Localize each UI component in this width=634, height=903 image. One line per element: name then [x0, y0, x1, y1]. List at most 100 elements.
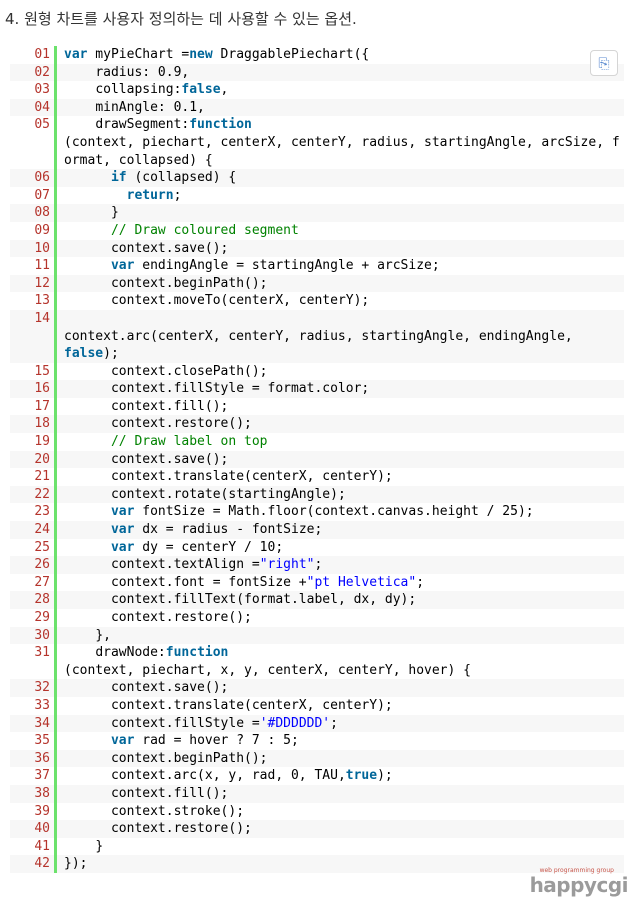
code-block: 01 var myPieChart =new DraggablePiechart(… — [10, 46, 624, 873]
code-text: var myPieChart =new DraggablePiechart({ — [54, 46, 624, 64]
code-text: var dy = centerY / 10; — [54, 538, 624, 557]
line-number: 09 — [34, 222, 50, 238]
line-number: 34 — [10, 714, 54, 733]
code-line: 38 context.fill(); — [10, 784, 624, 803]
line-number: 40 — [10, 820, 54, 838]
code-text: radius: 0.9, — [54, 63, 624, 82]
line-number: 15 — [34, 363, 50, 379]
code-line: 32 context.save(); — [10, 679, 624, 697]
line-number: 28 — [10, 591, 54, 609]
code-line: 21 context.translate(centerX, centerY); — [10, 468, 624, 486]
code-line: 24 var dx = radius - fontSize; — [10, 521, 624, 539]
code-text: context.font = fontSize +"pt Helvetica"; — [54, 573, 624, 592]
line-number: 29 — [34, 610, 50, 625]
code-line: 15 context.closePath(); — [10, 362, 624, 381]
code-line: 42}); — [10, 855, 624, 873]
line-number: 41 — [34, 838, 50, 854]
line-number: 02 — [10, 63, 54, 82]
code-line: 23 var fontSize = Math.floor(context.can… — [10, 503, 624, 522]
code-line: 17 context.fill(); — [10, 397, 624, 416]
code-text: context.fillStyle = format.color; — [54, 380, 624, 398]
code-text: if (collapsed) { — [54, 169, 624, 187]
code-text: // Draw coloured segment — [54, 221, 624, 240]
line-number: 11 — [34, 258, 50, 274]
line-number: 31 — [34, 645, 50, 661]
code-line: 16 context.fillStyle = format.color; — [10, 380, 624, 398]
code-line: 22 context.rotate(startingAngle); — [10, 485, 624, 504]
code-line: 03 collapsing:false, — [10, 81, 624, 99]
code-line: 10 context.save(); — [10, 239, 624, 258]
line-number: 33 — [34, 697, 50, 713]
code-text: context.arc(centerX, centerY, radius, st… — [54, 309, 624, 363]
line-number: 16 — [10, 380, 54, 398]
code-line: 14 context.arc(centerX, centerY, radius,… — [10, 309, 624, 363]
code-text: var dx = radius - fontSize; — [54, 521, 624, 539]
copy-code-icon: ⎘ — [598, 54, 610, 71]
code-line: 31 drawNode:function (context, piechart,… — [10, 644, 624, 680]
code-line: 27 context.font = fontSize +"pt Helvetic… — [10, 573, 624, 592]
line-number: 13 — [34, 293, 50, 309]
line-number: 37 — [34, 768, 50, 784]
line-number: 38 — [10, 784, 54, 803]
code-line: 06 if (collapsed) { — [10, 169, 624, 187]
code-text: context.closePath(); — [54, 362, 624, 381]
line-number: 10 — [10, 239, 54, 258]
code-text: context.beginPath(); — [54, 274, 624, 293]
code-text: context.stroke(); — [54, 802, 624, 821]
section-heading: 4. 원형 차트를 사용자 정의하는 데 사용할 수 있는 옵션. — [5, 10, 357, 28]
code-text: var fontSize = Math.floor(context.canvas… — [54, 503, 624, 522]
code-line: 35 var rad = hover ? 7 : 5; — [10, 732, 624, 750]
line-number: 04 — [10, 98, 54, 117]
code-text: context.restore(); — [54, 415, 624, 434]
line-number: 17 — [34, 398, 50, 414]
code-text: context.fill(); — [54, 784, 624, 803]
line-number: 22 — [10, 485, 54, 504]
line-number: 05 — [34, 117, 50, 133]
line-number: 06 — [10, 169, 54, 187]
code-line: 29 context.restore(); — [10, 609, 624, 627]
code-text: } — [54, 837, 624, 856]
code-line: 07 return; — [10, 186, 624, 205]
code-text: collapsing:false, — [54, 81, 624, 99]
line-number: 18 — [10, 415, 54, 434]
code-text: context.arc(x, y, rad, 0, TAU,true); — [54, 767, 624, 785]
copy-code-button[interactable]: ⎘ — [590, 50, 618, 76]
code-line: 09 // Draw coloured segment — [10, 221, 624, 240]
code-text: context.save(); — [54, 239, 624, 258]
watermark-sub: web programming group — [539, 867, 614, 874]
line-number: 25 — [34, 539, 50, 555]
line-number: 20 — [10, 450, 54, 469]
code-text: var rad = hover ? 7 : 5; — [54, 732, 624, 750]
code-text: drawNode:function (context, piechart, x,… — [54, 644, 624, 680]
code-line: 05 drawSegment:function (context, piecha… — [10, 116, 624, 170]
line-number: 30 — [10, 626, 54, 645]
watermark-main: happycgi — [529, 873, 629, 897]
watermark-logo: web programming group happycgi — [529, 867, 629, 897]
line-number: 14 — [10, 309, 54, 363]
code-line: 34 context.fillStyle ='#DDDDDD'; — [10, 714, 624, 733]
code-text: }); — [54, 855, 624, 873]
code-line: 11 var endingAngle = startingAngle + arc… — [10, 257, 624, 275]
code-line: 37 context.arc(x, y, rad, 0, TAU,true); — [10, 767, 624, 785]
code-line: 20 context.save(); — [10, 450, 624, 469]
code-line: 13 context.moveTo(centerX, centerY); — [10, 292, 624, 310]
code-text: // Draw label on top — [54, 433, 624, 451]
line-number: 23 — [34, 504, 50, 520]
code-text: var endingAngle = startingAngle + arcSiz… — [54, 257, 624, 275]
line-number: 19 — [34, 434, 50, 450]
code-text: return; — [54, 186, 624, 205]
code-line: 02 radius: 0.9, — [10, 63, 624, 82]
code-text: context.beginPath(); — [54, 749, 624, 768]
code-text: context.fillText(format.label, dx, dy); — [54, 591, 624, 609]
line-number: 01 — [34, 47, 50, 62]
code-text: context.translate(centerX, centerY); — [54, 696, 624, 715]
code-text: context.rotate(startingAngle); — [54, 485, 624, 504]
line-number: 24 — [10, 521, 54, 539]
code-line: 40 context.restore(); — [10, 820, 624, 838]
code-line: 39 context.stroke(); — [10, 802, 624, 821]
code-text: context.save(); — [54, 679, 624, 697]
code-line: 19 // Draw label on top — [10, 433, 624, 451]
code-text: context.textAlign ="right"; — [54, 556, 624, 574]
code-text: minAngle: 0.1, — [54, 98, 624, 117]
code-text: }, — [54, 626, 624, 645]
